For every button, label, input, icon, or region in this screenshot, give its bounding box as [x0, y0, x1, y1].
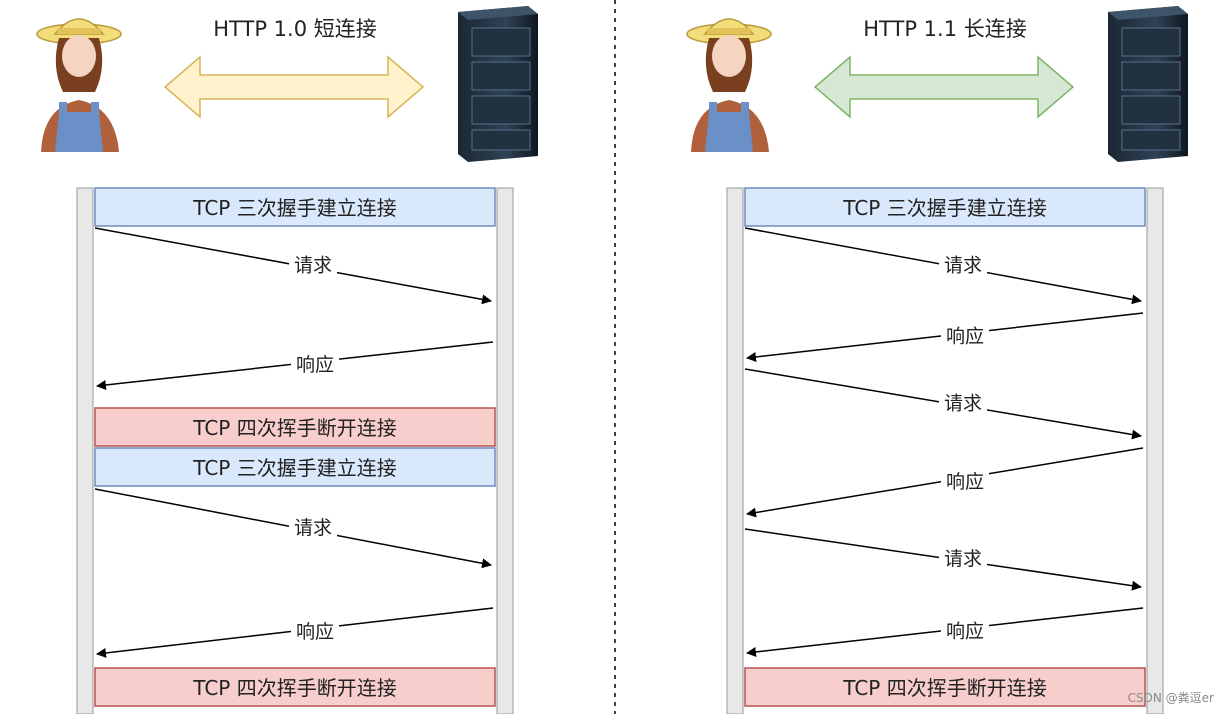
- panel-title: HTTP 1.1 长连接: [863, 17, 1027, 41]
- arrow-label: 请求: [294, 517, 332, 539]
- tcp-teardown-box: [744, 667, 1146, 707]
- arrow-label-bg: [291, 618, 339, 642]
- connection-double-arrow: [813, 55, 1075, 119]
- tcp-handshake-box: [94, 447, 496, 487]
- step-label: TCP 四次挥手断开连接: [192, 416, 396, 440]
- step-label: TCP 四次挥手断开连接: [192, 676, 396, 700]
- watermark: CSDN @粪逗er: [1127, 691, 1214, 705]
- step-label: TCP 三次握手建立连接: [192, 456, 396, 480]
- client-icon: [686, 18, 772, 153]
- tcp-handshake-box: [94, 187, 496, 227]
- arrow-label-bg: [941, 468, 989, 492]
- arrow-label-bg: [939, 389, 987, 414]
- client-lifeline: [726, 187, 744, 714]
- tcp-teardown-box: [94, 667, 496, 707]
- arrow-label: 请求: [944, 255, 982, 277]
- arrow-label-bg: [289, 514, 337, 538]
- tcp-teardown-box: [94, 407, 496, 447]
- arrow-label-bg: [939, 545, 987, 569]
- client-icon: [36, 18, 122, 153]
- arrow-label: 请求: [944, 393, 982, 415]
- arrow-label-bg: [941, 617, 989, 642]
- tcp-handshake-box: [744, 187, 1146, 227]
- step-label: TCP 四次挥手断开连接: [842, 676, 1046, 700]
- client-lifeline: [76, 187, 94, 714]
- connection-double-arrow: [163, 55, 425, 119]
- arrow-label: 请求: [944, 548, 982, 570]
- arrow-label-bg: [291, 351, 339, 375]
- arrow-label: 响应: [946, 621, 984, 643]
- server-icon: [1107, 5, 1189, 163]
- arrow-label-bg: [939, 251, 987, 276]
- arrow-label-bg: [941, 322, 989, 347]
- arrow-label-bg: [289, 251, 337, 276]
- server-lifeline: [1146, 187, 1164, 714]
- arrow-label: 响应: [946, 471, 984, 493]
- step-label: TCP 三次握手建立连接: [842, 196, 1046, 220]
- arrow-label: 响应: [296, 354, 334, 376]
- server-lifeline: [496, 187, 514, 714]
- arrow-label: 响应: [946, 326, 984, 348]
- server-icon: [457, 5, 539, 163]
- arrow-label: 请求: [294, 255, 332, 277]
- step-label: TCP 三次握手建立连接: [192, 196, 396, 220]
- panel-title: HTTP 1.0 短连接: [213, 17, 377, 41]
- arrow-label: 响应: [296, 621, 334, 643]
